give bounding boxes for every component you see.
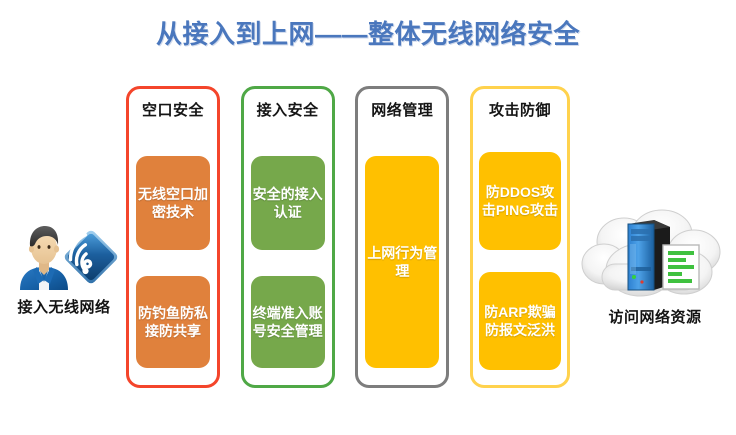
column-body: 安全的接入认证 终端准入账号安全管理 bbox=[244, 128, 332, 386]
column-body: 无线空口加密技术 防钓鱼防私接防共享 bbox=[129, 128, 217, 386]
left-endpoint-art bbox=[2, 218, 126, 294]
chip-anti-arp-spoofing[interactable]: 防ARP欺骗防报文泛洪 bbox=[478, 272, 561, 370]
wifi-signal-icon bbox=[60, 226, 122, 288]
document-icon bbox=[662, 244, 700, 290]
chip-internet-behavior-management[interactable]: 上网行为管理 bbox=[365, 156, 440, 368]
column-network-management[interactable]: 网络管理 上网行为管理 bbox=[355, 86, 450, 388]
column-title: 攻击防御 bbox=[488, 102, 551, 119]
right-endpoint-node: 访问网络资源 bbox=[574, 208, 736, 338]
column-title: 接入安全 bbox=[256, 102, 319, 119]
chip-anti-ddos[interactable]: 防DDOS攻击PING攻击 bbox=[478, 152, 561, 250]
right-endpoint-art bbox=[574, 208, 736, 306]
column-access-security[interactable]: 接入安全 安全的接入认证 终端准入账号安全管理 bbox=[240, 86, 335, 388]
column-air-interface-security[interactable]: 空口安全 无线空口加密技术 防钓鱼防私接防共享 bbox=[126, 86, 220, 388]
column-body: 上网行为管理 bbox=[358, 128, 446, 386]
left-endpoint-node: 接入无线网络 bbox=[2, 218, 126, 336]
column-body: 防DDOS攻击PING攻击 防ARP欺骗防报文泛洪 bbox=[473, 128, 567, 388]
security-columns: 空口安全 无线空口加密技术 防钓鱼防私接防共享 接入安全 安全的接入认证 终端准… bbox=[126, 86, 570, 388]
page-title: 从接入到上网——整体无线网络安全 bbox=[155, 19, 580, 49]
chip-terminal-admission[interactable]: 终端准入账号安全管理 bbox=[250, 276, 325, 368]
right-endpoint-label: 访问网络资源 bbox=[608, 309, 702, 326]
left-endpoint-label: 接入无线网络 bbox=[17, 299, 111, 316]
chip-anti-phishing[interactable]: 防钓鱼防私接防共享 bbox=[136, 276, 210, 368]
person-avatar-icon bbox=[16, 222, 72, 290]
chip-secure-authentication[interactable]: 安全的接入认证 bbox=[250, 156, 325, 250]
column-title: 空口安全 bbox=[141, 102, 204, 119]
column-title: 网络管理 bbox=[371, 102, 434, 119]
chip-wireless-encryption[interactable]: 无线空口加密技术 bbox=[136, 156, 210, 250]
column-attack-defense[interactable]: 攻击防御 防DDOS攻击PING攻击 防ARP欺骗防报文泛洪 bbox=[469, 86, 570, 388]
